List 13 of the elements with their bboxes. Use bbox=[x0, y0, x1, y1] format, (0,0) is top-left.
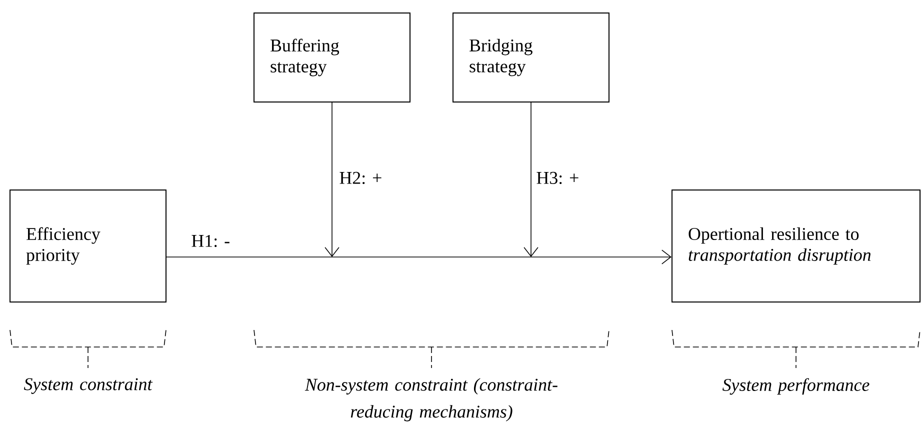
group-label: System constraint bbox=[24, 378, 153, 394]
box: Buffering strategy bbox=[254, 12, 410, 102]
box: Bridging strategy bbox=[452, 12, 610, 102]
group-label: Non-system constraint (constraint-reducing mechanisms) bbox=[304, 378, 558, 422]
box: Opertional resilience to transportation disruption bbox=[672, 190, 920, 302]
box: Efficiency priority bbox=[10, 190, 166, 302]
edge-label: H3: + bbox=[536, 172, 578, 184]
edge-label: H1: - bbox=[192, 234, 230, 248]
group-label: System performance bbox=[722, 378, 870, 395]
edge-label: H2: + bbox=[340, 172, 382, 184]
arrow bbox=[524, 102, 538, 257]
arrow bbox=[166, 250, 672, 264]
arrow bbox=[324, 102, 340, 257]
